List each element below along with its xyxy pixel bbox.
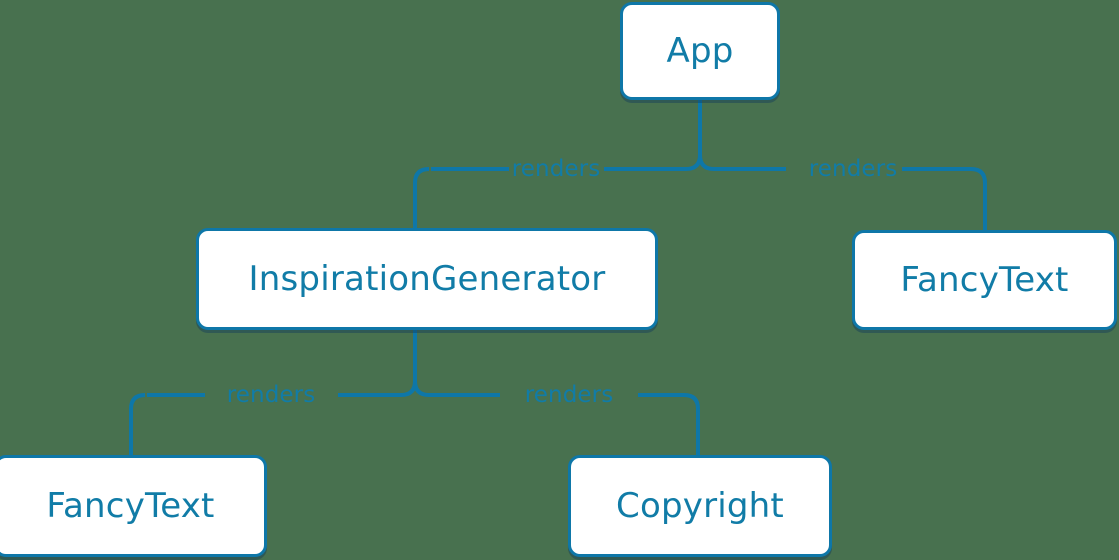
edge-app-to-fancytext-right: [902, 167, 987, 230]
node-inspiration-generator-label: InspirationGenerator: [248, 259, 606, 299]
edge-app-bus-junction-right: [698, 154, 786, 171]
edge-app-to-inspiration-drop: [413, 167, 430, 228]
node-copyright[interactable]: Copyright: [568, 455, 832, 557]
node-fancytext-right[interactable]: FancyText: [852, 230, 1117, 330]
edge-label-inspiration-to-fancytext: renders: [226, 382, 316, 408]
edge-inspiration-bus-junction-left: [338, 380, 417, 397]
node-app[interactable]: App: [620, 2, 780, 100]
edge-inspiration-bus-junction-right: [413, 380, 500, 397]
node-fancytext-bottom-left[interactable]: FancyText: [0, 455, 267, 557]
edge-app-bus-junction-left: [604, 154, 702, 171]
edge-inspiration-to-copyright: [638, 393, 700, 455]
edge-inspiration-to-fancytext-drop: [129, 393, 146, 455]
node-fancytext-bottom-left-label: FancyText: [46, 486, 215, 526]
edge-label-inspiration-to-copyright: renders: [524, 382, 614, 408]
edge-label-app-to-fancytext: renders: [808, 156, 898, 182]
node-inspiration-generator[interactable]: InspirationGenerator: [196, 228, 658, 330]
node-fancytext-right-label: FancyText: [900, 260, 1069, 300]
node-app-label: App: [666, 31, 734, 71]
node-copyright-label: Copyright: [616, 486, 784, 526]
edge-label-app-to-inspiration: renders: [511, 156, 601, 182]
